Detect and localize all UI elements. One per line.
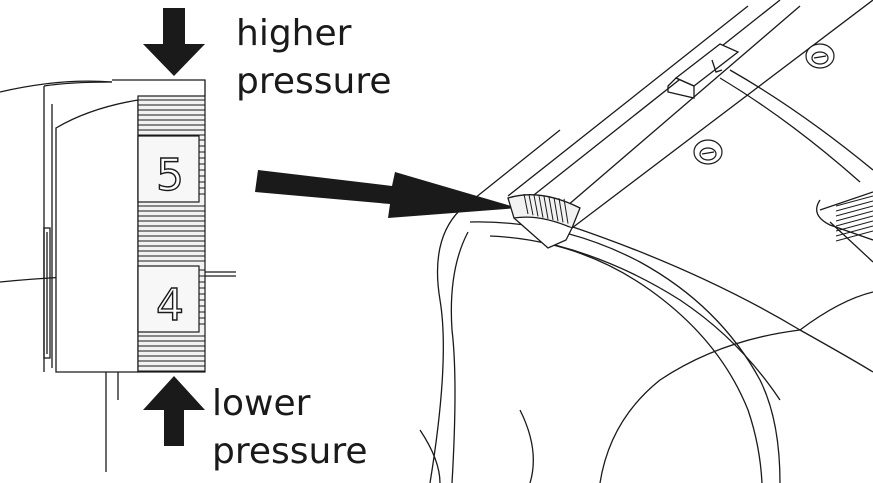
screw-icon [693,139,723,165]
knob-groove [538,195,544,218]
knob-groove [548,196,554,221]
device-knob-grooves [523,193,569,224]
knob-groove [558,198,564,223]
dial-grooves [138,99,205,372]
knob-groove [835,220,873,232]
higher-pressure-label-line1: higher [236,13,352,54]
knob-groove [835,195,873,207]
dial-wheel [137,95,206,373]
dial-number-5: 5 [156,150,184,201]
right-knob-grooves [835,195,873,242]
dial-detail [0,79,236,472]
knob-groove [835,205,873,217]
lower-pressure-label-line1: lower [212,383,311,424]
knob-groove [543,196,549,219]
dial-number-4: 4 [156,280,184,331]
knob-groove [563,198,569,224]
knob-groove [523,193,529,215]
knob-groove [553,197,559,222]
knob-groove [533,195,539,217]
device-illustration [419,0,873,483]
down-arrow-icon [143,8,205,76]
screw-icon [805,43,835,69]
knob-groove [835,225,873,237]
knob-groove [528,194,534,216]
up-arrow-icon [143,376,205,446]
knob-groove [835,200,873,212]
knob-groove [835,215,873,227]
lower-pressure-label-line2: pressure [212,431,368,472]
higher-pressure-label-line2: pressure [236,61,392,102]
pointer-arrow-icon [255,170,518,218]
knob-groove [835,210,873,222]
knob-groove [835,230,873,242]
